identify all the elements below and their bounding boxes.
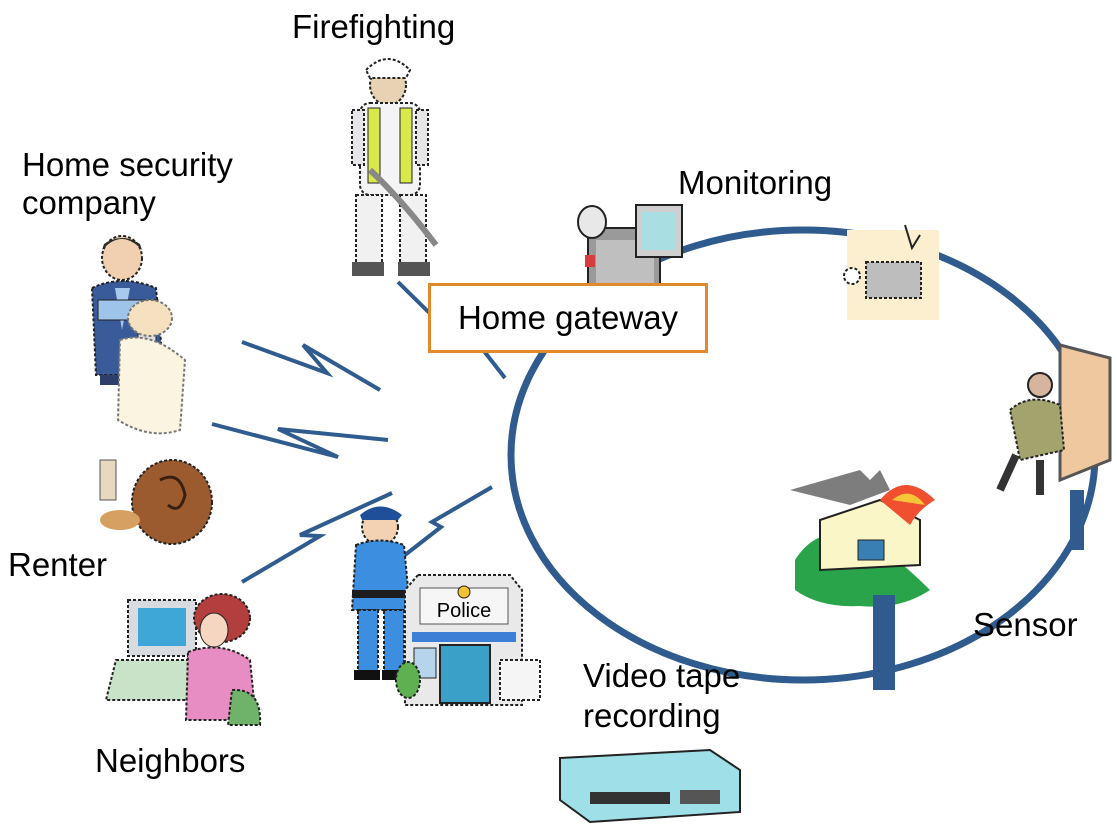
house-fire-icon bbox=[790, 470, 935, 690]
renter-icon bbox=[99, 299, 213, 545]
neighbor-computer-icon bbox=[104, 593, 262, 726]
police-station-icon: Police bbox=[395, 574, 541, 706]
police-sign-text: Police bbox=[437, 600, 491, 622]
label-neighbors: Neighbors bbox=[95, 742, 246, 779]
label-video-line1: Video tape bbox=[583, 657, 741, 694]
label-firefighting: Firefighting bbox=[292, 8, 456, 45]
link-home-security bbox=[241, 340, 382, 392]
label-renter: Renter bbox=[8, 546, 108, 583]
home-gateway-label: Home gateway bbox=[457, 299, 679, 336]
link-renter bbox=[211, 422, 389, 459]
police-officer-icon bbox=[350, 506, 412, 680]
firefighter-icon bbox=[351, 58, 439, 276]
label-sensor: Sensor bbox=[973, 606, 1078, 643]
label-video-line2: recording bbox=[583, 697, 721, 734]
home-gateway-box: Home gateway bbox=[428, 283, 708, 353]
monitor-device-icon bbox=[843, 224, 939, 320]
camcorder-icon bbox=[577, 204, 683, 317]
link-police bbox=[394, 485, 494, 564]
label-home-security-line2: company bbox=[22, 184, 156, 221]
link-neighbors bbox=[240, 491, 393, 584]
label-monitoring: Monitoring bbox=[678, 164, 833, 201]
label-home-security-line1: Home security bbox=[22, 146, 233, 183]
vcr-icon bbox=[559, 748, 741, 824]
intruder-sensor-icon bbox=[996, 343, 1112, 550]
